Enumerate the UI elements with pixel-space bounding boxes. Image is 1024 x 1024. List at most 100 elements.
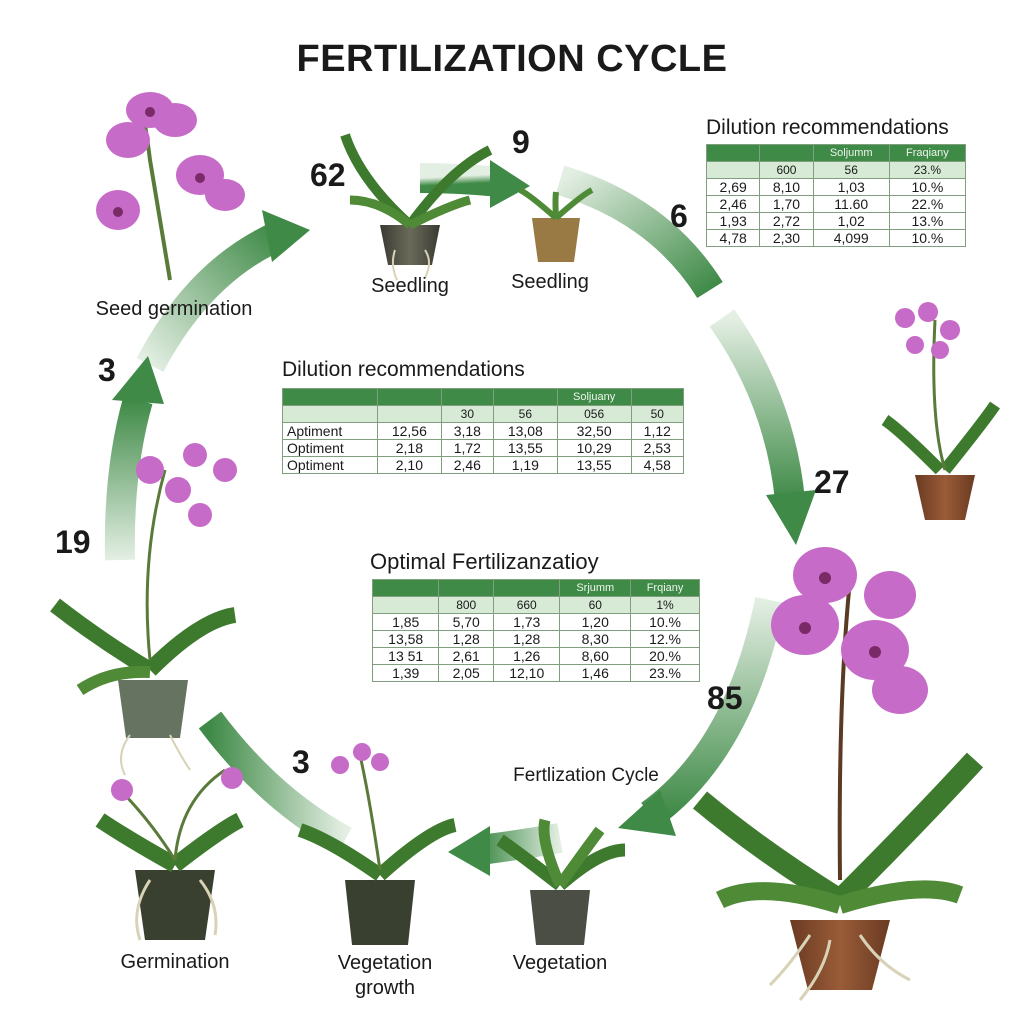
table-cell: 1,70 — [759, 195, 814, 213]
table-cell: 13 51 — [371, 647, 440, 665]
table-cell: 1,28 — [493, 630, 561, 648]
table-cell: 1,93 — [705, 212, 761, 230]
table-cell: 1,26 — [493, 647, 561, 665]
table-cell: 20.% — [630, 647, 700, 665]
table-header-row: Srjumm Frqiany — [371, 579, 700, 597]
table-top-right-title: Dilution recommendations — [706, 116, 949, 139]
table-cell: 12,56 — [377, 422, 442, 440]
arrow-top-left — [136, 210, 310, 373]
table-subheader-cell: 600 — [759, 161, 814, 179]
table-header-cell — [493, 579, 561, 597]
table-subheader-row: 800 660 60 1% — [371, 596, 700, 614]
table-row: 1,39 2,05 12,10 1,46 23.% — [371, 664, 700, 682]
table-cell: 2,18 — [377, 439, 442, 457]
table-cell: 4,099 — [812, 229, 890, 247]
stage-label-seedling-1: Seedling — [371, 275, 449, 297]
cycle-number-9: 9 — [512, 124, 530, 160]
seedling-plant-2 — [518, 187, 594, 262]
orchid-plant-right — [881, 302, 1000, 520]
table-subheader-cell: 30 — [440, 405, 495, 423]
cycle-number-3-bottom: 3 — [292, 744, 310, 780]
table-header-cell — [493, 388, 558, 406]
orchid-plant-left — [50, 443, 237, 776]
vegetation-growth-plant — [297, 743, 457, 945]
table-row-header: Optiment — [281, 439, 379, 457]
table-cell: 1,85 — [371, 613, 440, 631]
germination-plant — [95, 767, 244, 941]
table-row: 2,69 8,10 1,03 10.% — [705, 178, 967, 196]
table-subheader-cell — [281, 405, 379, 423]
table-cell: 1,20 — [559, 613, 632, 631]
table-cell: 2,61 — [438, 647, 495, 665]
arrow-left — [104, 356, 164, 561]
table-header-cell — [440, 388, 495, 406]
table-cell: 11.60 — [812, 195, 890, 213]
table-row: Optiment 2,18 1,72 13,55 10,29 2,53 — [281, 439, 685, 457]
table-cell: 8,60 — [559, 647, 632, 665]
table-row-header: Optiment — [281, 456, 379, 474]
arrow-lower-right — [618, 597, 785, 836]
table-lower-title: Optimal Fertilizanzatioy — [370, 549, 599, 574]
table-header-cell — [281, 388, 379, 406]
table-cell: 13,55 — [493, 439, 558, 457]
table-header-cell — [377, 388, 442, 406]
table-cell: 1,39 — [371, 664, 440, 682]
page-title: FERTILIZATION CYCLE — [296, 38, 728, 80]
stage-label-vegetation: Vegetation — [512, 952, 608, 974]
table-header-cell: Frqiany — [630, 579, 700, 597]
table-cell: 10.% — [888, 178, 967, 196]
table-cell: 1,12 — [630, 422, 685, 440]
table-subheader-cell — [371, 596, 440, 614]
arrow-top-center — [419, 160, 530, 208]
cycle-label: Fertlization Cycle — [513, 765, 659, 786]
stage-label-seed-germination: Seed germination — [95, 298, 253, 320]
table-cell: 13,58 — [371, 630, 440, 648]
stage-label-vegetation-growth: Vegetation growth — [337, 952, 433, 999]
table-row: 4,78 2,30 4,099 10.% — [705, 229, 967, 247]
table-subheader-cell: 1% — [630, 596, 700, 614]
table-header-cell — [630, 388, 685, 406]
table-cell: 2,05 — [438, 664, 495, 682]
table-cell: 8,10 — [759, 178, 814, 196]
table-middle-title: Dilution recommendations — [282, 358, 525, 381]
table-cell: 13,08 — [493, 422, 558, 440]
table-cell: 1,46 — [559, 664, 632, 682]
table-row: 13 51 2,61 1,26 8,60 20.% — [371, 647, 700, 665]
table-subheader-cell: 56 — [493, 405, 558, 423]
table-subheader-cell: 800 — [438, 596, 495, 614]
orchid-flower-stem-top-left — [96, 92, 245, 281]
table-cell: 2,53 — [630, 439, 685, 457]
table-cell: 1,19 — [493, 456, 558, 474]
table-header-cell: Soljumm — [812, 144, 890, 162]
table-cell: 1,03 — [812, 178, 890, 196]
table-cell: 10.% — [630, 613, 700, 631]
table-top-right: Soljumm Fraqiany 600 56 23.% 2,69 8,10 1… — [705, 144, 967, 247]
table-cell: 22.% — [888, 195, 967, 213]
table-row: 2,46 1,70 11.60 22.% — [705, 195, 967, 213]
table-row: 13,58 1,28 1,28 8,30 12.% — [371, 630, 700, 648]
table-header-cell: Srjumm — [559, 579, 632, 597]
table-subheader-cell — [705, 161, 761, 179]
table-cell: 5,70 — [438, 613, 495, 631]
cycle-number-62: 62 — [310, 157, 346, 193]
table-cell: 32,50 — [556, 422, 632, 440]
table-cell: 1,28 — [438, 630, 495, 648]
table-row-header: Aptiment — [281, 422, 379, 440]
table-subheader-cell: 60 — [559, 596, 632, 614]
table-cell: 13,55 — [556, 456, 632, 474]
table-cell: 8,30 — [559, 630, 632, 648]
table-row: Optiment 2,10 2,46 1,19 13,55 4,58 — [281, 456, 685, 474]
arrow-bottom — [448, 823, 563, 876]
stage-label-seedling-2: Seedling — [511, 271, 589, 293]
table-header-row: Soljuany — [281, 388, 685, 406]
table-subheader-cell: 50 — [630, 405, 685, 423]
table-subheader-row: 600 56 23.% — [705, 161, 967, 179]
table-row: Aptiment 12,56 3,18 13,08 32,50 1,12 — [281, 422, 685, 440]
arrow-right — [709, 309, 816, 545]
table-cell: 2,46 — [440, 456, 495, 474]
table-header-cell — [371, 579, 440, 597]
cycle-number-19: 19 — [55, 524, 91, 560]
table-subheader-cell: 660 — [493, 596, 561, 614]
table-header-cell: Fraqiany — [888, 144, 967, 162]
